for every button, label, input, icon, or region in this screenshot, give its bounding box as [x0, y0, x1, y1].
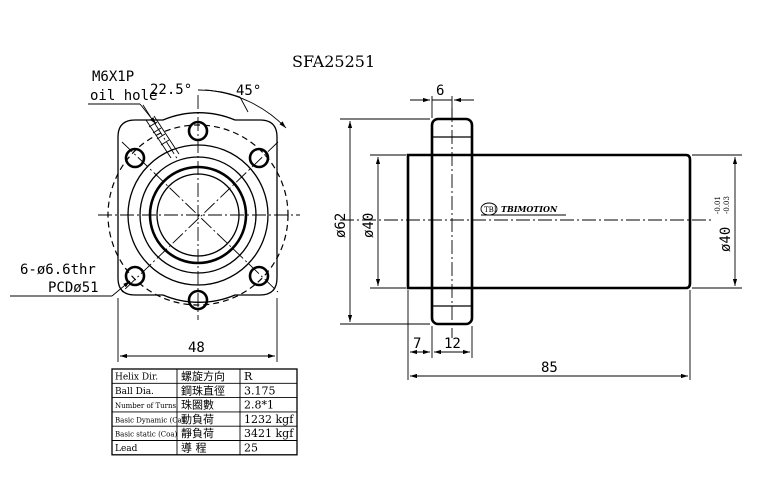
spec-value: 3.175	[244, 384, 276, 397]
nut-body	[406, 153, 692, 290]
spec-label: Basic Dynamic (Ca)	[115, 416, 185, 424]
spec-value: 1232 kgf	[244, 413, 294, 426]
spec-label-cn: 導 程	[181, 441, 207, 455]
angle-large: 45°	[236, 83, 261, 99]
spec-value: R	[244, 370, 253, 383]
mount-hole	[248, 147, 270, 169]
oil-hole-hatch	[160, 139, 170, 146]
width-value: 48	[188, 340, 205, 356]
oil-hole-axis	[142, 104, 179, 161]
pcd-label: PCDø51	[48, 280, 99, 296]
spec-label-cn: 珠圈數	[181, 398, 214, 412]
spec-table: Helix Dir. 螺旋方向 R Ball Dia. 鋼珠直徑 3.175Number …	[111, 368, 298, 456]
tol-lower-value: -0.03	[723, 196, 731, 214]
oil-hole-leader	[139, 103, 157, 125]
diagonal-centerline	[121, 141, 279, 293]
hole-spec: 6-ø6.6thr	[20, 262, 96, 278]
tol-dia-value: ø40	[718, 227, 734, 252]
flange-width-value: 12	[444, 336, 461, 352]
spec-label: Ball Dia.	[115, 387, 154, 397]
front-view: M6X1P oil hole 22.5° 45° 6-ø6.6thr PCDø5…	[10, 69, 300, 362]
diagonal-centerline	[121, 141, 279, 293]
spec-label: Lead	[115, 444, 138, 454]
side-view: TBI TBIMOTION 6 ø62 ø40 ø40 -0.01 -0.03 …	[333, 83, 742, 380]
flange-thickness-value: 6	[436, 83, 444, 99]
oil-hole-spec: M6X1P	[92, 69, 134, 85]
oil-hole-hatch	[156, 133, 166, 140]
spec-value: 25	[244, 442, 258, 455]
body-dia-value: ø40	[361, 213, 377, 238]
brand-logo-mark: TBI	[484, 206, 497, 214]
spec-label-cn: 動負荷	[181, 412, 214, 426]
spec-label: Basic static (Coa)	[115, 431, 178, 439]
spec-label-cn: 靜負荷	[181, 426, 214, 440]
spigot-length-value: 7	[413, 336, 421, 352]
angle-ext-line	[239, 96, 249, 113]
spec-label-cn: 螺旋方向	[181, 369, 225, 383]
angle-small: 22.5°	[150, 82, 192, 98]
brand-text: TBIMOTION	[501, 204, 558, 214]
flange-outline	[117, 112, 278, 303]
tol-upper-value: -0.01	[714, 196, 722, 214]
spec-label: Helix Dir.	[115, 373, 158, 383]
angle-arc-45	[204, 89, 287, 129]
flange-dia-value: ø62	[333, 213, 349, 238]
oil-hole-edge	[153, 115, 180, 155]
spec-label-cn: 鋼珠直徑	[181, 383, 225, 397]
spec-value: 3421 kgf	[244, 427, 294, 440]
drawing-title: SFA25251	[292, 52, 375, 71]
oil-hole-hatch	[152, 127, 162, 134]
spec-value: 2.8*1	[244, 399, 274, 412]
spec-label: Number of Turns	[115, 402, 177, 410]
mount-hole	[248, 265, 270, 287]
mount-hole	[124, 265, 146, 287]
mount-hole	[187, 289, 209, 311]
oil-hole-label: oil hole	[90, 88, 157, 104]
hole-leader	[111, 280, 131, 297]
mount-hole	[124, 147, 146, 169]
total-length-value: 85	[541, 360, 558, 376]
